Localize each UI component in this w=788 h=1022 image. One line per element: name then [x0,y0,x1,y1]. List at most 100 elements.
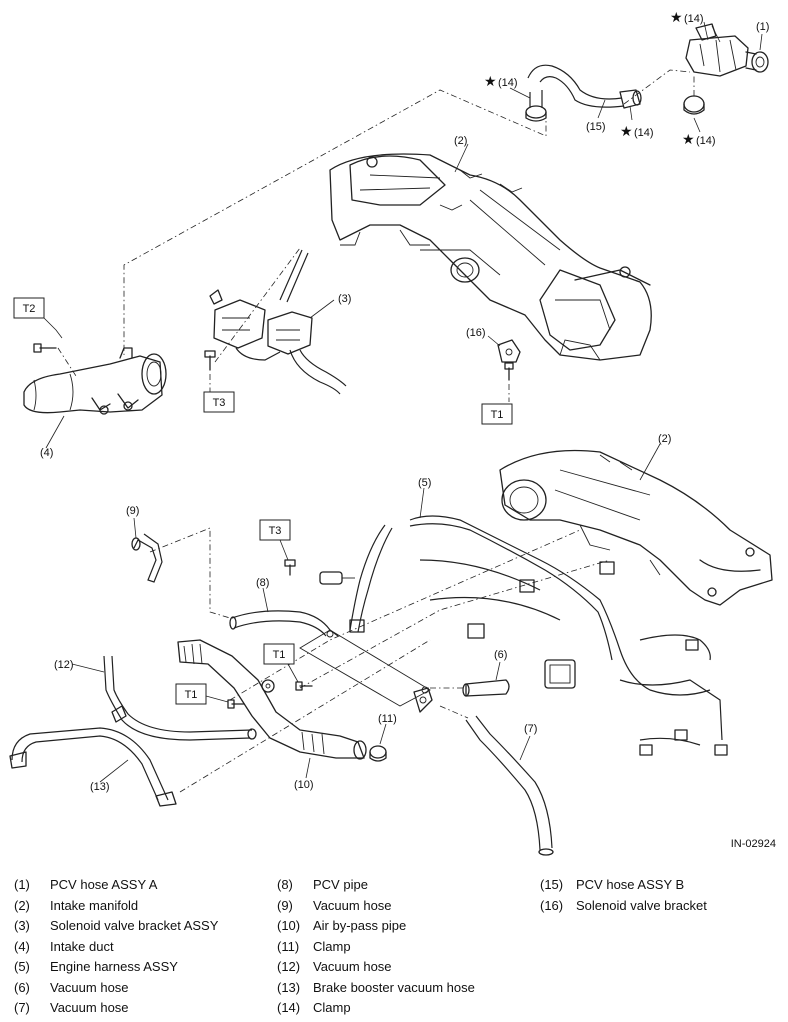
pcv-hose-assy-a [685,23,769,77]
callout-8: (8) [256,577,269,589]
legend-number: (10) [277,918,301,933]
callout-11: (11) [378,713,397,725]
harness-bracket [299,629,431,707]
callout-7: (7) [524,723,537,735]
callout-2-upper: (2) [454,135,467,147]
svg-text:(14): (14) [634,127,654,139]
svg-text:(14): (14) [696,135,716,147]
exploded-parts-diagram: T2 T3 T1 T3 T1 T1 (1) (2) (3) (4) (5) (2… [9,9,773,856]
torque-label-t2: T2 [13,297,63,339]
pcv-hose-assy-b [525,64,642,122]
svg-text:T3: T3 [269,525,282,537]
bolt-t3-lower [284,559,296,576]
air-bypass-pipe [177,639,367,760]
vacuum-hose-9 [131,533,163,583]
legend-label: Solenoid valve bracket [576,897,707,913]
torque-label-t3-lower: T3 [259,519,291,561]
bolt-t1-lower-b [227,699,245,709]
legend-number: (9) [277,897,293,913]
callout-1: (1) [756,21,769,33]
intake-duct [23,347,167,415]
legend-label: Vacuum hose [50,1000,129,1015]
legend-number: (11) [277,938,300,954]
legend-item: (14)Clamp [277,998,475,1019]
legend-number: (13) [277,979,301,995]
vacuum-hose-6 [462,679,510,697]
callout-14-d: ★ (14) [682,131,716,147]
dashline-solenoid [214,247,301,363]
legend-item: (5) Engine harness ASSY [14,957,218,978]
dashline-pcv-b-to-duct [123,89,547,355]
legend-item: (3)Solenoid valve bracket ASSY [14,916,218,937]
callout-5: (5) [418,477,431,489]
legend-number: (15) [540,877,564,892]
legend-number: (5) [14,959,30,974]
callout-14-c: ★ (14) [620,123,654,139]
engine-harness-assy [319,515,728,756]
dashline-bracket-3 [179,639,431,793]
legend-item: (1) PCV hose ASSY A [14,875,218,896]
intake-manifold-upper [329,153,652,361]
svg-text:(14): (14) [684,13,704,25]
legend-label: PCV hose ASSY A [50,877,158,892]
bolt-t1-upper [504,362,514,381]
legend-number: (4) [14,938,30,954]
callout-14-b: ★ (14) [484,73,518,89]
legend-item: (13) Brake booster vacuum hose [277,978,475,999]
dashline-9 [149,527,231,619]
legend-item: (4)Intake duct [14,937,218,958]
callout-14-a: ★ (14) [670,9,704,25]
intake-manifold-lower [499,449,773,606]
hose-clip [413,687,433,713]
callout-15: (15) [586,121,606,133]
legend-item: (11) Clamp [277,937,475,958]
bolt-t2 [33,343,57,353]
legend-label: Vacuum hose [313,897,392,913]
bolt-t3-upper [204,350,216,371]
svg-text:T1: T1 [491,409,504,421]
leader-lines [45,21,763,783]
solenoid-valve-bracket [497,339,521,363]
svg-text:★: ★ [682,131,695,147]
legend-number: (1) [14,877,30,892]
legend-label: PCV pipe [313,877,368,892]
legend-number: (14) [277,1000,301,1015]
torque-label-t1-upper: T1 [481,403,513,425]
vacuum-hose-12 [103,655,257,741]
legend-label: Brake booster vacuum hose [313,979,475,995]
legend-number: (8) [277,877,293,892]
legend-number: (3) [14,918,30,933]
legend-item: (15) PCV hose ASSY B [540,875,707,896]
figure-id: IN-02924 [730,838,776,850]
svg-text:T3: T3 [213,397,226,409]
legend-column-1: (1)PCV hose ASSY A (2)Intake manifold (3… [14,875,218,1019]
torque-label-t1-lower-b: T1 [175,683,229,705]
dashline-t2 [57,347,77,377]
legend-item: (8) PCV pipe [277,875,475,896]
legend-label: PCV hose ASSY B [576,877,685,892]
legend-label: Clamp [313,938,351,954]
callout-16: (16) [466,327,486,339]
dashline-bracket-1 [229,529,581,701]
pcv-pipe [229,610,339,637]
legend-label: Intake manifold [50,897,139,913]
vacuum-hose-7 [465,715,554,856]
legend-item: (12)Vacuum hose [277,957,475,978]
torque-label-t3-upper: T3 [203,391,235,413]
callout-9: (9) [126,505,139,517]
legend-number: (16) [540,897,564,913]
callout-3: (3) [338,293,351,305]
callout-4: (4) [40,447,53,459]
clamp-11 [369,745,387,762]
callout-12: (12) [54,659,74,671]
legend-label: Engine harness ASSY [50,959,178,974]
dashline-pcv-a-b [623,69,691,105]
dashline-7 [439,705,469,719]
svg-text:(14): (14) [498,77,518,89]
legend-item: (16) Solenoid valve bracket [540,896,707,917]
solenoid-valve-bracket-assy [209,249,347,395]
legend-item: (7)Vacuum hose [14,998,218,1019]
torque-label-t1-lower-a: T1 [263,643,299,683]
legend-item: (9) Vacuum hose [277,896,475,917]
legend-item: (10)Air by-pass pipe [277,916,475,937]
